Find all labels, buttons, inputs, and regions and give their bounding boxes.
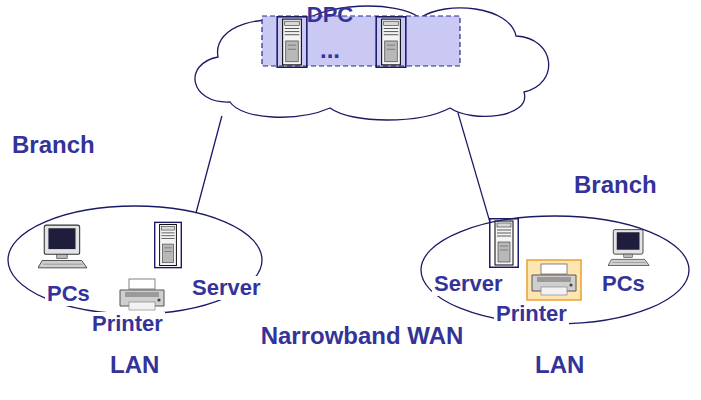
server-icon — [376, 17, 406, 67]
wan-link — [458, 112, 490, 222]
node-label: PCs — [600, 272, 647, 296]
node-label: LAN — [108, 352, 161, 378]
server-icon — [490, 219, 519, 268]
lan-ellipse — [8, 206, 262, 314]
branch-lan: BranchPCsPrinterServerLAN — [7, 205, 263, 315]
printer-highlight — [527, 260, 581, 300]
server-icon — [155, 222, 182, 267]
node-label: Server — [190, 276, 263, 300]
node-label: Printer — [494, 302, 569, 326]
printer-icon — [532, 264, 576, 295]
left-branch-icons — [38, 222, 181, 310]
cloud-node: DPC — [170, 2, 560, 122]
server-icon — [277, 17, 307, 67]
wan-link — [196, 116, 222, 213]
printer-icon — [120, 279, 164, 310]
node-label: PCs — [45, 282, 92, 306]
node-label: Branch — [10, 132, 97, 158]
node-label: LAN — [533, 352, 586, 378]
node-label: Printer — [90, 312, 165, 336]
free-label: Narrowband WAN — [242, 322, 482, 350]
node-outline — [170, 2, 560, 122]
right-branch-icons — [490, 219, 649, 300]
branch-lan: BranchServerPrinterPCsLAN — [420, 215, 690, 325]
node-label: DPC — [305, 3, 355, 27]
cloud-outline — [195, 6, 549, 120]
pc-icon — [608, 230, 649, 266]
node-label: Branch — [572, 172, 659, 198]
pc-icon — [38, 225, 87, 268]
free-label: ... — [310, 36, 350, 64]
node-label: Server — [432, 272, 505, 296]
